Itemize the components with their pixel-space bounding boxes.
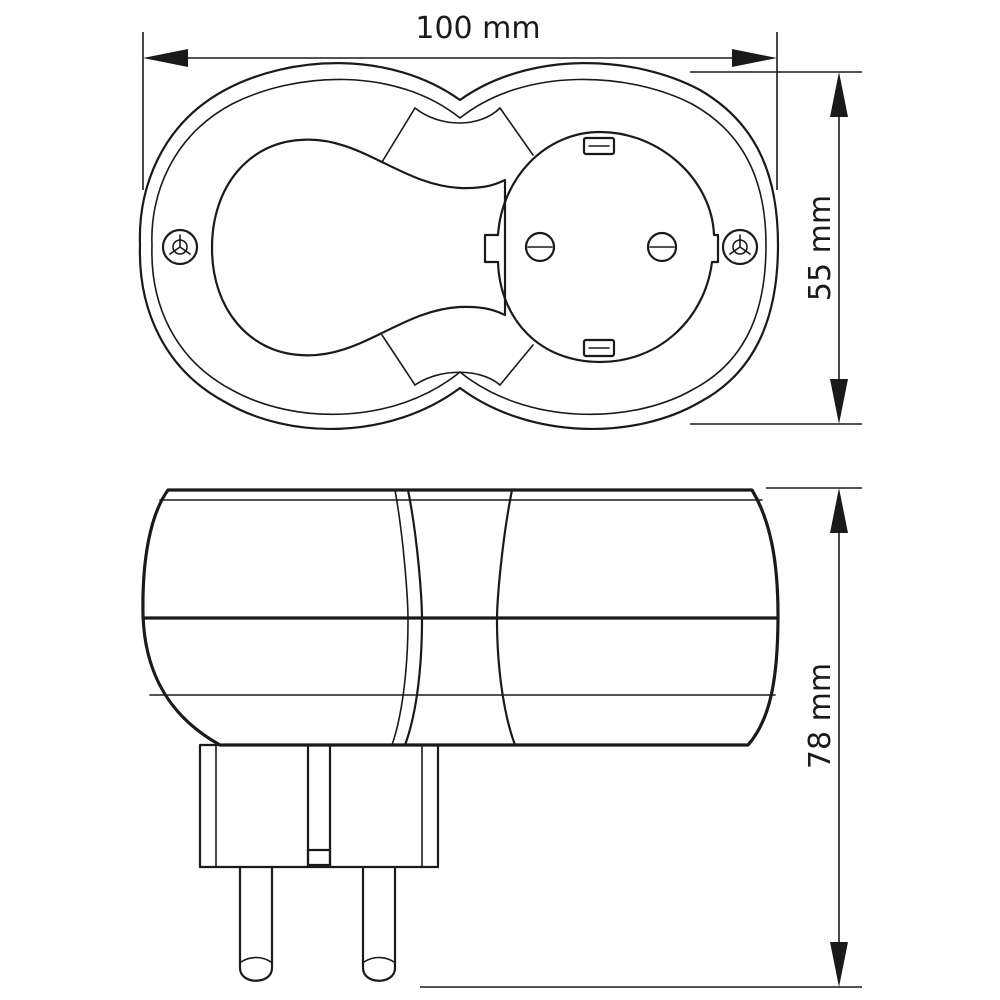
plug-pin-left — [238, 865, 274, 982]
width-label: 100 mm — [415, 11, 540, 46]
plug-body — [198, 743, 440, 869]
top-view — [138, 62, 780, 431]
waist-line — [381, 334, 416, 386]
screw-icon — [721, 228, 759, 266]
earth-slot-tab — [306, 848, 332, 868]
waist-curve — [414, 371, 501, 386]
height-label: 55 mm — [803, 195, 838, 301]
plug-pin-right — [361, 865, 397, 982]
screw-icon — [161, 228, 199, 266]
waist-line — [499, 344, 534, 386]
top-outline — [138, 62, 780, 431]
side-housing — [141, 488, 780, 747]
waist-line — [381, 107, 416, 163]
socket-outline — [483, 130, 720, 364]
pin-hole-left — [524, 231, 556, 263]
depth-label: 78 mm — [803, 663, 838, 769]
dimension-height: 55 mm — [690, 71, 862, 425]
side-view — [141, 488, 780, 982]
earth-slot — [306, 743, 332, 867]
waist-curve — [414, 107, 501, 124]
left-recess — [210, 138, 507, 357]
dimension-width: 100 mm — [142, 11, 778, 190]
socket — [483, 130, 720, 364]
waist-line — [499, 107, 534, 156]
dimension-depth: 78 mm — [420, 487, 862, 988]
pin-hole-right — [646, 231, 678, 263]
